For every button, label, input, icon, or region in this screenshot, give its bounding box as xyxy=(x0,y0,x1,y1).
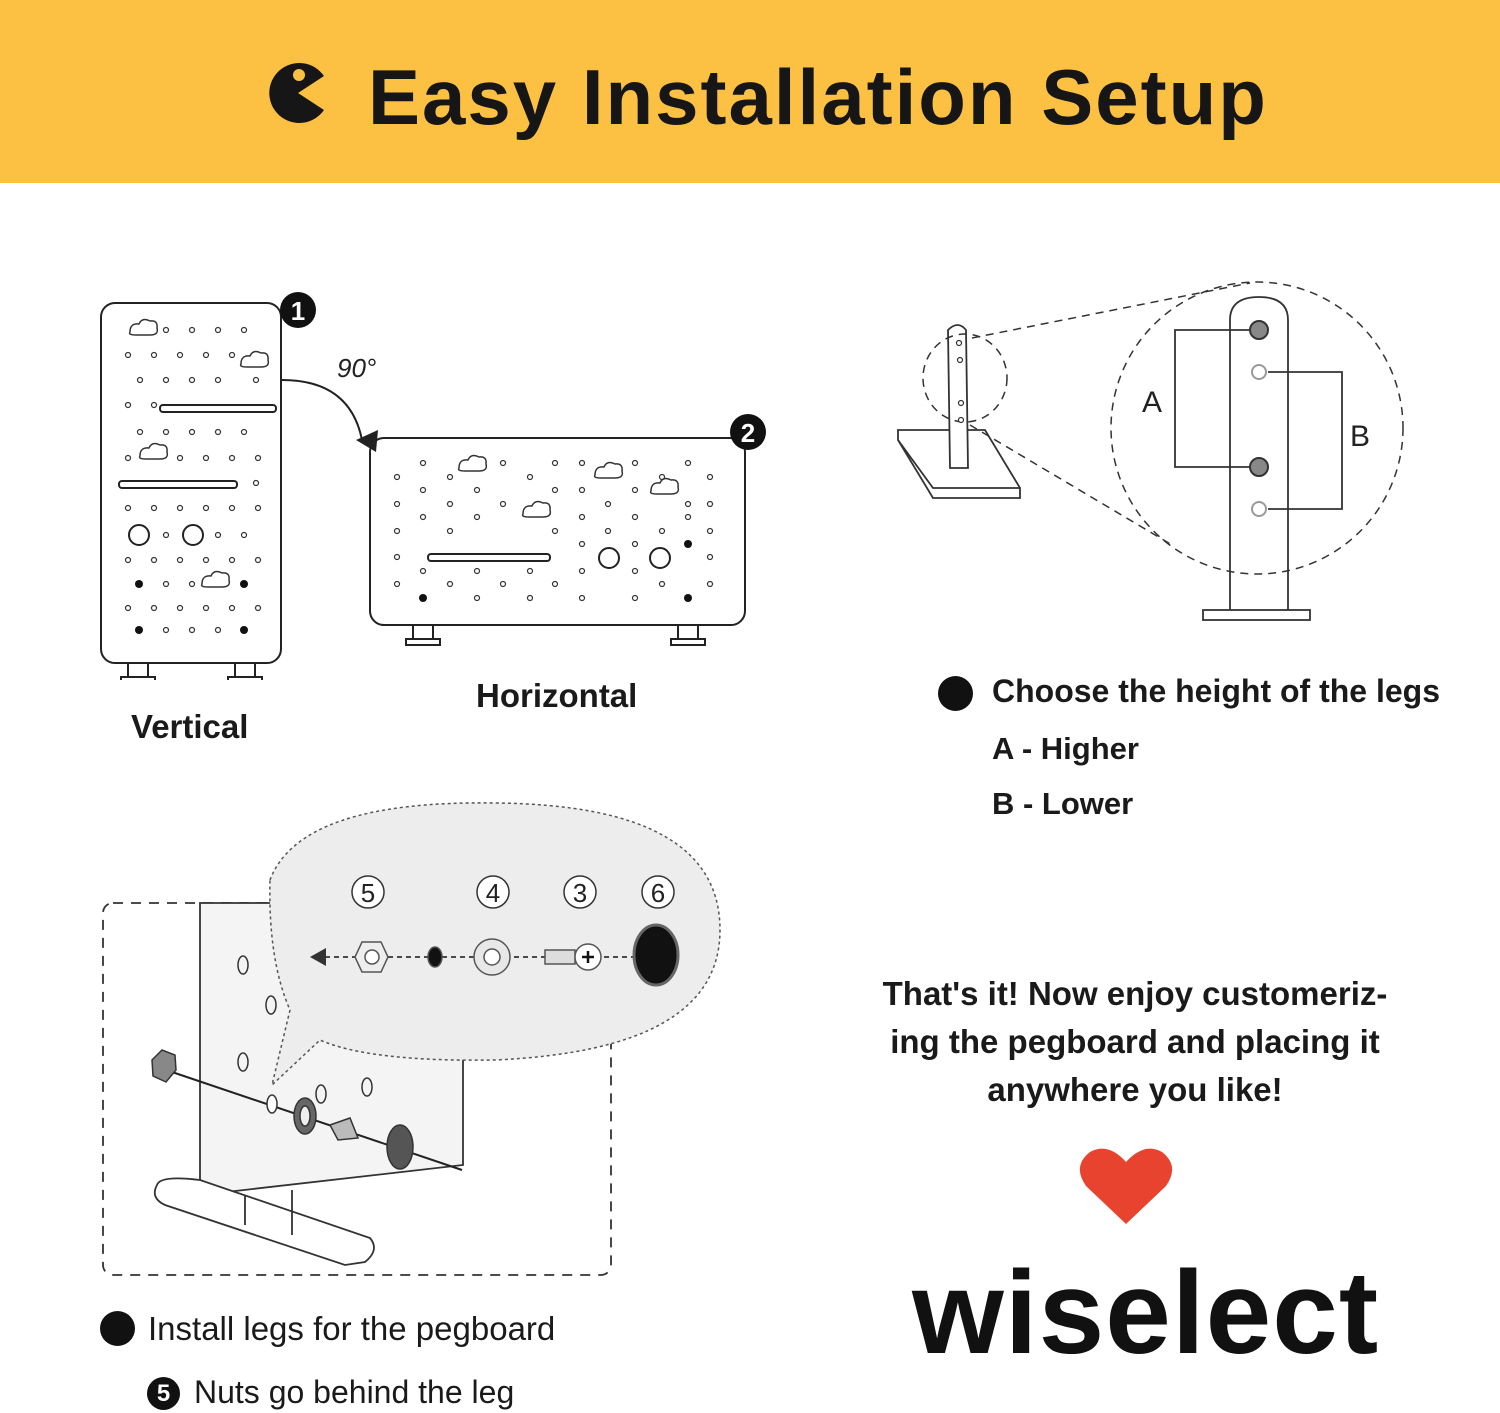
option-a-text: A - Higher xyxy=(992,731,1139,766)
page-title: Easy Installation Setup xyxy=(368,53,1268,141)
legs-height-title: Choose the height of the legs xyxy=(992,673,1441,709)
vertical-pegboard xyxy=(100,302,282,664)
header-banner: Easy Installation Setup xyxy=(0,0,1500,183)
leg-height-diagram: A B xyxy=(897,281,1404,621)
marker-a: A xyxy=(1142,386,1162,419)
rotation-arrow xyxy=(281,379,363,441)
closing-line-1: That's it! Now enjoy customeriz- xyxy=(882,975,1388,1012)
number-5-badge: 5 xyxy=(147,1377,180,1410)
part-number-badges xyxy=(351,875,675,909)
option-b-text: B - Lower xyxy=(992,786,1134,821)
step-2-number: 2 xyxy=(741,418,755,448)
marker-b: B xyxy=(1350,420,1370,453)
closing-line-3: anywhere you like! xyxy=(987,1071,1283,1108)
closing-message: That's it! Now enjoy customeriz- ing the… xyxy=(860,970,1410,1114)
arrow-head-icon xyxy=(356,430,378,452)
step-1-badge xyxy=(280,292,316,328)
install-legs-title: Install legs for the pegboard xyxy=(148,1310,556,1347)
step-1-number: 1 xyxy=(291,296,305,326)
install-legs-diagram: 5 4 3 6 xyxy=(102,802,721,1276)
rotation-label: 90° xyxy=(337,353,376,383)
part-4-label: 4 xyxy=(486,878,500,908)
step-2-badge xyxy=(730,414,766,450)
pacman-logo-icon xyxy=(269,63,324,123)
bullet-icon xyxy=(938,676,973,711)
direction-arrow-icon xyxy=(310,948,326,966)
closing-line-2: ing the pegboard and placing it xyxy=(890,1023,1380,1060)
heart-icon xyxy=(1079,1148,1173,1224)
part-3-label: 3 xyxy=(573,878,587,908)
part-5-label: 5 xyxy=(361,878,375,908)
bullet-icon xyxy=(100,1311,135,1346)
nuts-note: Nuts go behind the leg xyxy=(194,1374,515,1410)
horizontal-pegboard xyxy=(369,437,746,626)
vertical-label: Vertical xyxy=(131,708,249,745)
cloud-decorations xyxy=(128,318,680,588)
part-6-label: 6 xyxy=(651,878,665,908)
brand-logo: wiselect xyxy=(912,1247,1380,1379)
horizontal-label: Horizontal xyxy=(476,677,638,714)
orientation-diagram: 1 2 90° xyxy=(100,292,766,680)
